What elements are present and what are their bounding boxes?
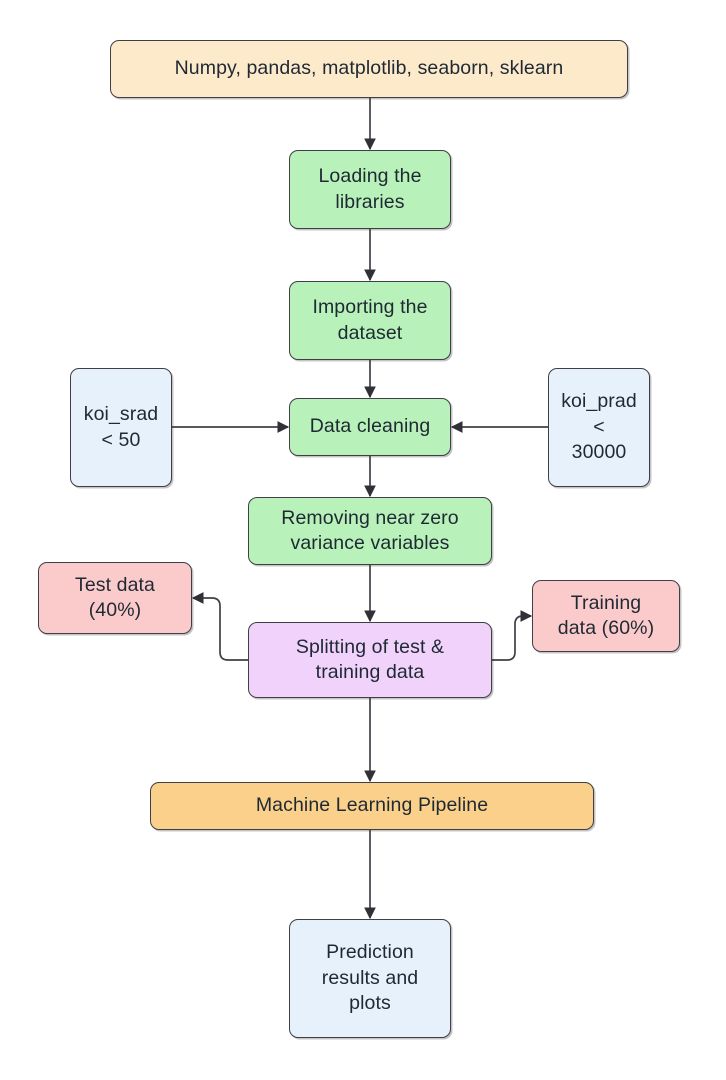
node-libraries-list[interactable]: Numpy, pandas, matplotlib, seaborn, skle…	[110, 40, 628, 98]
node-removing-near-zero-variance[interactable]: Removing near zero variance variables	[248, 497, 492, 565]
node-loading-libraries[interactable]: Loading the libraries	[289, 150, 451, 229]
node-label: Test data (40%)	[74, 573, 156, 621]
node-label: Prediction results and plots	[321, 941, 419, 1015]
node-label: Data cleaning	[309, 415, 431, 438]
node-label: koi_prad < 30000	[561, 390, 637, 464]
node-label: Machine Learning Pipeline	[255, 794, 489, 817]
node-koi-prad-filter[interactable]: koi_prad < 30000	[548, 368, 650, 487]
node-label: Importing the dataset	[312, 296, 428, 344]
node-label: Removing near zero variance variables	[281, 506, 459, 554]
node-splitting-data[interactable]: Splitting of test & training data	[248, 622, 492, 698]
node-data-cleaning[interactable]: Data cleaning	[289, 398, 451, 456]
node-prediction-results[interactable]: Prediction results and plots	[289, 919, 451, 1038]
node-ml-pipeline[interactable]: Machine Learning Pipeline	[150, 782, 594, 830]
node-label: Training data (60%)	[557, 591, 655, 639]
node-importing-dataset[interactable]: Importing the dataset	[289, 281, 451, 360]
node-label: Numpy, pandas, matplotlib, seaborn, skle…	[174, 57, 564, 80]
node-koi-srad-filter[interactable]: koi_srad < 50	[70, 368, 172, 487]
edge-splitting-to-training	[492, 610, 533, 661]
node-label: koi_srad < 50	[83, 403, 159, 451]
node-test-data[interactable]: Test data (40%)	[38, 562, 192, 634]
edge-splitting-to-test	[191, 592, 248, 661]
node-training-data[interactable]: Training data (60%)	[532, 580, 680, 652]
node-label: Loading the libraries	[318, 165, 422, 213]
node-label: Splitting of test & training data	[295, 635, 445, 683]
